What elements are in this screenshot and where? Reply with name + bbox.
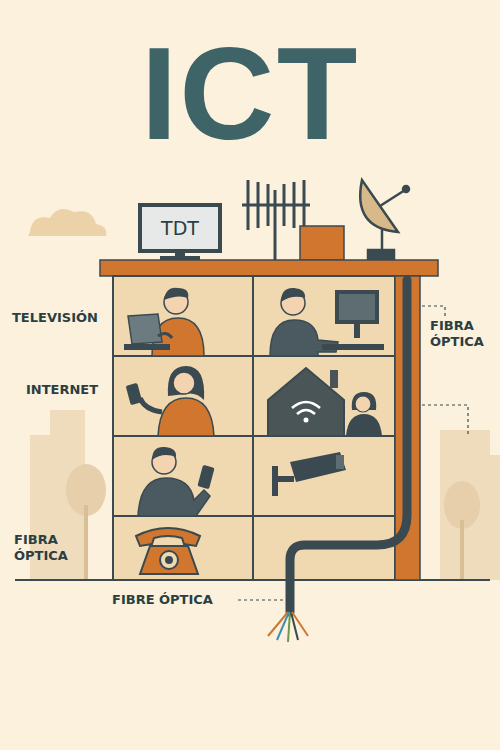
callout-label: TELEVISIÓN [12, 310, 112, 326]
title: ICT [0, 28, 500, 160]
callout-label: FIBRE ÓPTICA [112, 592, 238, 608]
callout-label: FIBRA ÓPTICA [430, 318, 496, 350]
callout-label: FIBRA ÓPTICA [14, 532, 110, 564]
callout-label: INTERNET [26, 382, 112, 398]
tv-screen: TDT [138, 203, 222, 253]
screen-text: TDT [161, 217, 199, 239]
